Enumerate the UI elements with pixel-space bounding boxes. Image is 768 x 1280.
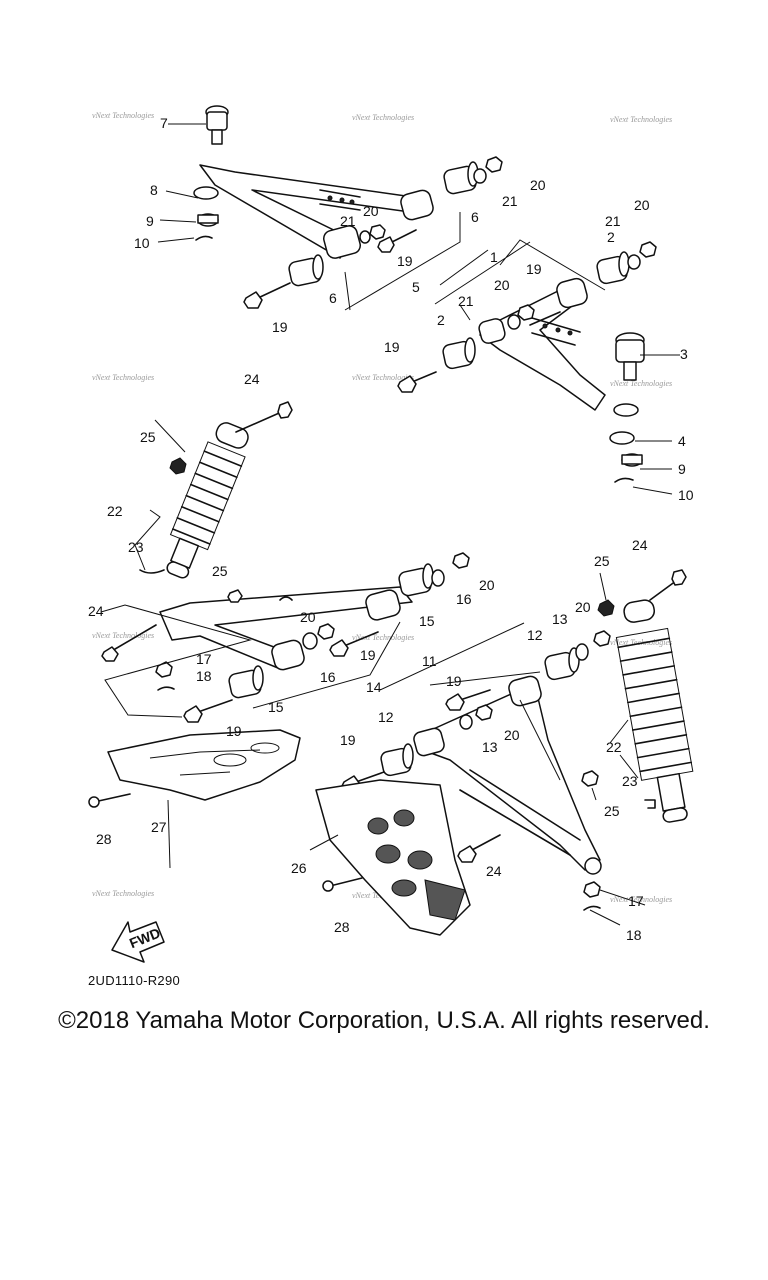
callout: 5 xyxy=(412,279,420,295)
callout: 10 xyxy=(134,235,150,251)
callout: 25 xyxy=(604,803,620,819)
skid-plate-right xyxy=(315,779,471,936)
callout: 18 xyxy=(626,927,642,943)
watermark: vNext Technologies xyxy=(92,631,154,640)
callout: 12 xyxy=(378,709,394,725)
callout: 11 xyxy=(422,653,437,669)
watermark: vNext Technologies xyxy=(610,895,672,904)
callout: 19 xyxy=(526,261,542,277)
callout: 25 xyxy=(594,553,610,569)
callout: 19 xyxy=(272,319,288,335)
callout: 7 xyxy=(160,115,168,131)
callout: 16 xyxy=(320,669,336,685)
callout: 21 xyxy=(605,213,621,229)
callout: 20 xyxy=(479,577,495,593)
callout: 25 xyxy=(140,429,156,445)
upper-arm-left xyxy=(193,105,503,309)
watermark: vNext Technologies xyxy=(92,111,154,120)
callout: 28 xyxy=(334,919,350,935)
callout: 17 xyxy=(628,893,644,909)
callout: 3 xyxy=(680,346,688,362)
callout: 25 xyxy=(212,563,228,579)
watermark: vNext Technologies xyxy=(92,373,154,382)
callout: 14 xyxy=(366,679,382,695)
callout: 20 xyxy=(530,177,546,193)
callout: 26 xyxy=(291,860,307,876)
callout: 10 xyxy=(678,487,694,503)
callout: 24 xyxy=(244,371,260,387)
callout: 20 xyxy=(575,599,591,615)
callout: 19 xyxy=(340,732,356,748)
callout: 4 xyxy=(678,433,686,449)
callout: 19 xyxy=(226,723,242,739)
callout: 18 xyxy=(196,668,212,684)
callout: 21 xyxy=(502,193,518,209)
callout: 24 xyxy=(486,863,502,879)
callout: 15 xyxy=(419,613,435,629)
callout: 12 xyxy=(527,627,543,643)
leader-lines xyxy=(100,123,680,926)
shock-absorber-left xyxy=(139,401,293,579)
callout: 2 xyxy=(437,312,445,328)
watermark: vNext Technologies xyxy=(610,115,672,124)
watermark: vNext Technologies xyxy=(352,113,414,122)
watermark: vNext Technologies xyxy=(610,379,672,388)
copyright-notice: ©2018 Yamaha Motor Corporation, U.S.A. A… xyxy=(58,1007,710,1034)
upper-arm-right xyxy=(397,241,657,483)
callout: 9 xyxy=(678,461,686,477)
suspension-parts-diagram: vNext Technologies vNext Technologies vN… xyxy=(88,105,694,963)
watermark: vNext Technologies xyxy=(352,633,414,642)
watermark: vNext Technologies xyxy=(92,889,154,898)
callout: 20 xyxy=(494,277,510,293)
callout: 1 xyxy=(490,249,498,265)
callout: 20 xyxy=(504,727,520,743)
callout: 21 xyxy=(340,213,356,229)
callout: 13 xyxy=(552,611,568,627)
callout: 27 xyxy=(151,819,167,835)
part-code: 2UD1110-R290 xyxy=(88,973,181,988)
callout: 22 xyxy=(606,739,622,755)
callout: 24 xyxy=(632,537,648,553)
callout: 21 xyxy=(458,293,474,309)
callout: 16 xyxy=(456,591,472,607)
callout: 19 xyxy=(360,647,376,663)
callout: 15 xyxy=(268,699,284,715)
callout: 22 xyxy=(107,503,123,519)
skid-plate-left xyxy=(88,729,301,808)
callout: 17 xyxy=(196,651,212,667)
callout: 23 xyxy=(128,539,144,555)
callout: 6 xyxy=(329,290,337,306)
callout: 20 xyxy=(300,609,316,625)
lower-arm-left xyxy=(101,552,470,723)
callout: 23 xyxy=(622,773,638,789)
callout: 19 xyxy=(446,673,462,689)
callout: 8 xyxy=(150,182,158,198)
callout: 9 xyxy=(146,213,154,229)
watermark: vNext Technologies xyxy=(352,373,414,382)
callout: 24 xyxy=(88,603,104,619)
callout: 20 xyxy=(363,203,379,219)
callout: 19 xyxy=(397,253,413,269)
callout-labels: 7 8 9 10 21 20 19 6 5 19 6 21 20 1 2 21 … xyxy=(88,115,694,943)
callout: 13 xyxy=(482,739,498,755)
shock-absorber-right xyxy=(597,569,694,823)
callout: 6 xyxy=(471,209,479,225)
callout: 19 xyxy=(384,339,400,355)
callout: 2 xyxy=(607,229,615,245)
fwd-arrow: FWD xyxy=(111,921,165,963)
callout: 28 xyxy=(96,831,112,847)
callout: 20 xyxy=(634,197,650,213)
